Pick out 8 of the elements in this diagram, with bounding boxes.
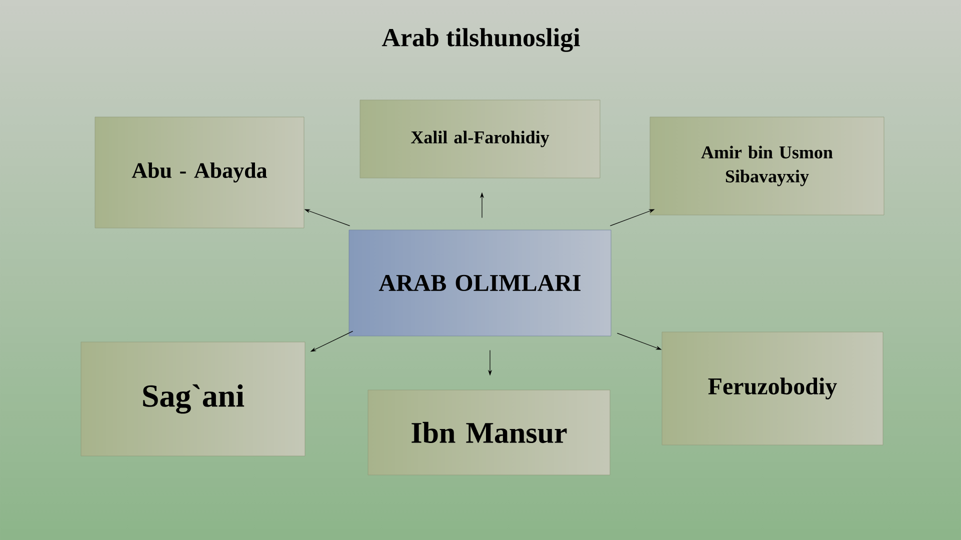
name-box: Feruzobodiy [662, 332, 884, 446]
name-box: Abu - Abayda [94, 116, 304, 228]
name-box: Ibn Mansur [368, 390, 610, 476]
title: Arab tilshunosligi [382, 28, 580, 52]
name-box: Xalil al-Farohidiy [360, 100, 600, 178]
name-box: Sag`ani [80, 342, 306, 456]
center-box: ARAB OLIMLARI [348, 230, 612, 336]
name-box: Amir bin Usmon Sibavayxiy [650, 116, 884, 216]
